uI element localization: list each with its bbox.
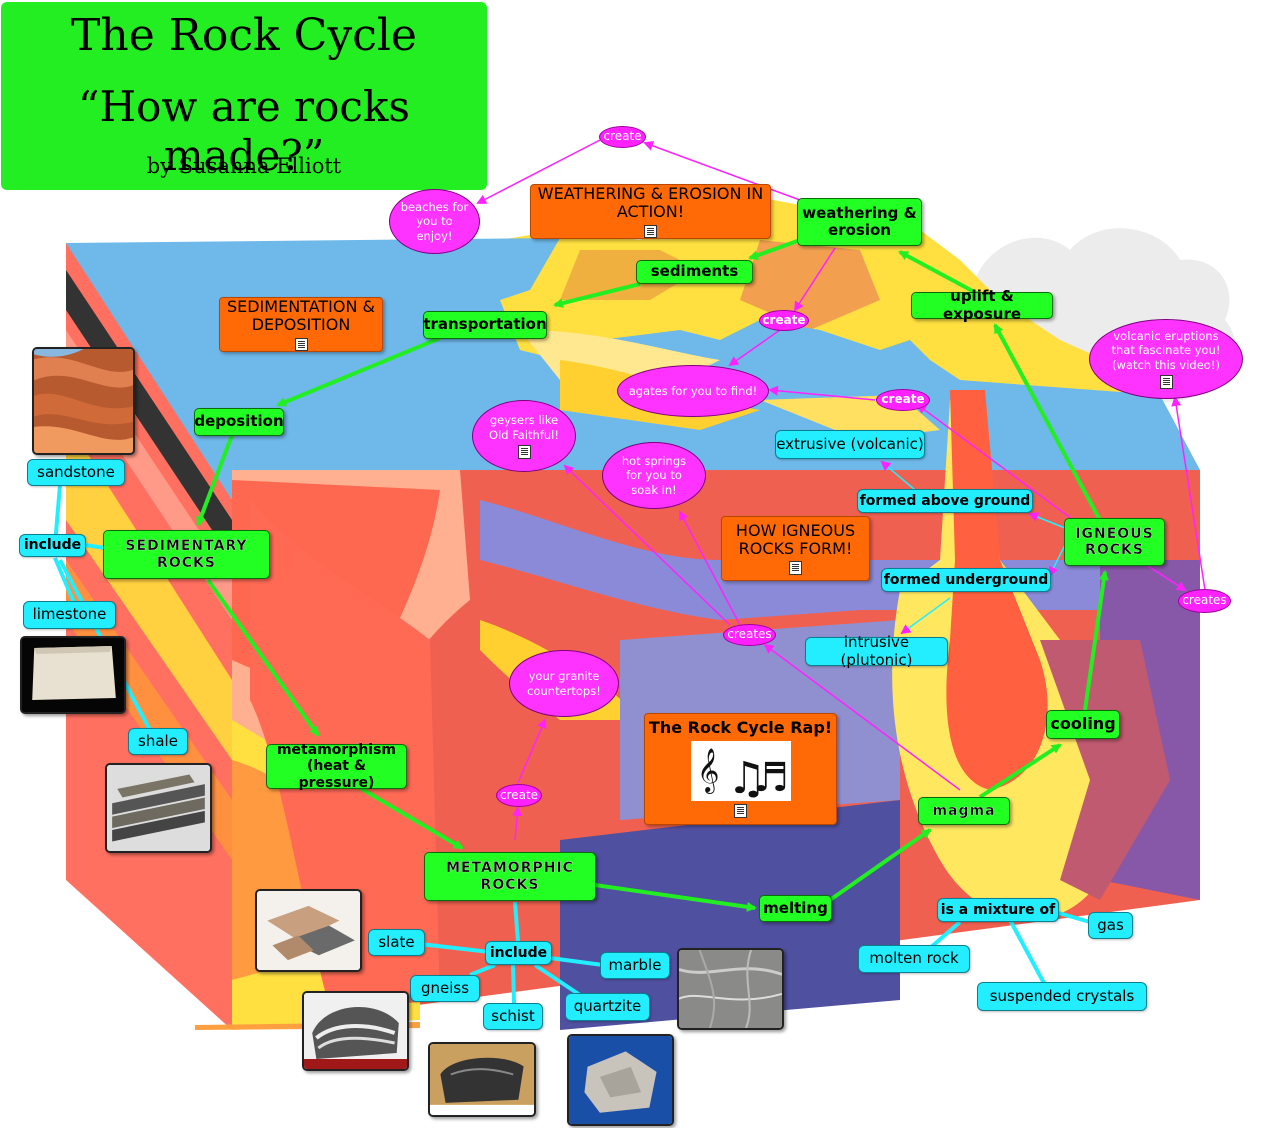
note-icon[interactable] — [517, 444, 531, 459]
bubble-volcanic-text: volcanic eruptions that fascinate you! (… — [1111, 328, 1221, 372]
node-cooling[interactable]: cooling — [1046, 710, 1120, 739]
schist-photo-icon[interactable] — [428, 1042, 536, 1117]
link-create-top[interactable]: create — [599, 126, 646, 148]
node-metamorphism[interactable]: metamorphism (heat & pressure) — [266, 742, 407, 791]
title-question: “How are rocks made?” — [78, 82, 410, 180]
resource-sedimentation[interactable]: SEDIMENTATION & DEPOSITION — [219, 297, 383, 352]
label-marble[interactable]: marble — [600, 952, 670, 979]
title-heading: The Rock Cycle — [71, 10, 417, 61]
label-formed-underground[interactable]: formed underground — [881, 568, 1051, 592]
label-gneiss[interactable]: gneiss — [410, 975, 480, 1002]
label-suspended-crystals[interactable]: suspended crystals — [977, 982, 1147, 1011]
link-creates-center[interactable]: creates — [723, 624, 776, 646]
marble-photo-icon[interactable] — [677, 948, 784, 1030]
label-slate[interactable]: slate — [368, 929, 425, 956]
bubble-geysers-text: geysers like Old Faithful! — [489, 413, 559, 442]
link-create-mid[interactable]: create — [759, 310, 809, 331]
slate-photo-icon[interactable] — [255, 889, 362, 972]
bubble-granite[interactable]: your granite countertops! — [509, 650, 619, 717]
title-panel: The Rock Cycle “How are rocks made?” by … — [1, 2, 487, 190]
title-byline: by Susanna Elliott — [146, 154, 342, 178]
sandstone-photo-icon[interactable] — [32, 347, 135, 455]
label-is-a-mixture-of[interactable]: is a mixture of — [937, 898, 1059, 922]
node-metamorphic-rocks[interactable]: METAMORPHIC ROCKS — [424, 852, 596, 901]
label-quartzite[interactable]: quartzite — [565, 993, 650, 1021]
bubble-beaches-text: beaches for you to enjoy! — [400, 199, 469, 243]
note-icon[interactable] — [294, 337, 308, 351]
note-icon[interactable] — [1159, 375, 1173, 390]
node-melting[interactable]: melting — [759, 895, 832, 922]
music-notes-icon: 𝄞 ♫ ♬ — [690, 741, 791, 804]
node-sediments[interactable]: sediments — [636, 260, 753, 284]
svg-text:𝄞: 𝄞 — [697, 748, 719, 794]
resource-rock-cycle-rap[interactable]: The Rock Cycle Rap! 𝄞 ♫ ♬ — [644, 713, 837, 825]
node-magma[interactable]: magma — [918, 797, 1010, 825]
note-icon[interactable] — [644, 224, 657, 238]
resource-igneous-form[interactable]: HOW IGNEOUS ROCKS FORM! — [721, 516, 870, 581]
bubble-volcanic-eruptions[interactable]: volcanic eruptions that fascinate you! (… — [1089, 319, 1243, 399]
label-molten-rock[interactable]: molten rock — [858, 945, 970, 973]
label-include-metamorphic[interactable]: include — [485, 941, 552, 965]
svg-text:♬: ♬ — [753, 755, 789, 801]
node-sedimentary-rocks[interactable]: SEDIMENTARY ROCKS — [103, 530, 270, 579]
gneiss-photo-icon[interactable] — [302, 991, 409, 1071]
bubble-hot-springs[interactable]: hot springs for you to soak in! — [602, 442, 706, 509]
note-icon[interactable] — [734, 804, 747, 819]
link-create-metamorphic[interactable]: create — [496, 784, 542, 807]
link-creates-right[interactable]: creates — [1178, 589, 1231, 613]
bubble-agates-text: agates for you to find! — [628, 383, 758, 398]
link-create-right[interactable]: create — [876, 389, 930, 411]
node-transportation[interactable]: transportation — [423, 311, 547, 339]
label-extrusive[interactable]: extrusive (volcanic) — [775, 430, 925, 459]
label-include-sedimentary[interactable]: include — [19, 534, 86, 557]
label-shale[interactable]: shale — [128, 728, 188, 755]
label-intrusive[interactable]: intrusive (plutonic) — [805, 634, 948, 668]
label-limestone[interactable]: limestone — [23, 601, 116, 629]
resource-weathering-text: WEATHERING & EROSION IN ACTION! — [537, 184, 764, 222]
label-schist[interactable]: schist — [483, 1003, 543, 1030]
resource-sedimentation-text: SEDIMENTATION & DEPOSITION — [226, 297, 376, 335]
bubble-hot-springs-text: hot springs for you to soak in! — [621, 453, 687, 497]
bubble-beaches[interactable]: beaches for you to enjoy! — [389, 189, 480, 254]
quartzite-photo-icon[interactable] — [567, 1034, 674, 1126]
bubble-agates[interactable]: agates for you to find! — [617, 365, 769, 417]
label-sandstone[interactable]: sandstone — [27, 459, 125, 486]
shale-photo-icon[interactable] — [105, 763, 212, 853]
note-icon[interactable] — [789, 561, 802, 576]
bubble-geysers[interactable]: geysers like Old Faithful! — [472, 400, 576, 472]
bubble-granite-text: your granite countertops! — [527, 669, 601, 698]
node-deposition[interactable]: deposition — [194, 408, 284, 436]
limestone-photo-icon[interactable] — [20, 636, 126, 714]
resource-rap-title: The Rock Cycle Rap! — [648, 718, 833, 737]
resource-weathering-action[interactable]: WEATHERING & EROSION IN ACTION! — [530, 184, 771, 239]
label-formed-above-ground[interactable]: formed above ground — [857, 489, 1033, 513]
resource-igneous-text: HOW IGNEOUS ROCKS FORM! — [735, 520, 856, 558]
label-gas[interactable]: gas — [1088, 912, 1133, 939]
node-uplift-exposure[interactable]: uplift & exposure — [911, 288, 1053, 322]
node-igneous-rocks[interactable]: IGNEOUS ROCKS — [1064, 518, 1165, 566]
svg-text:♫: ♫ — [727, 753, 766, 801]
node-weathering-erosion[interactable]: weathering & erosion — [797, 198, 922, 246]
